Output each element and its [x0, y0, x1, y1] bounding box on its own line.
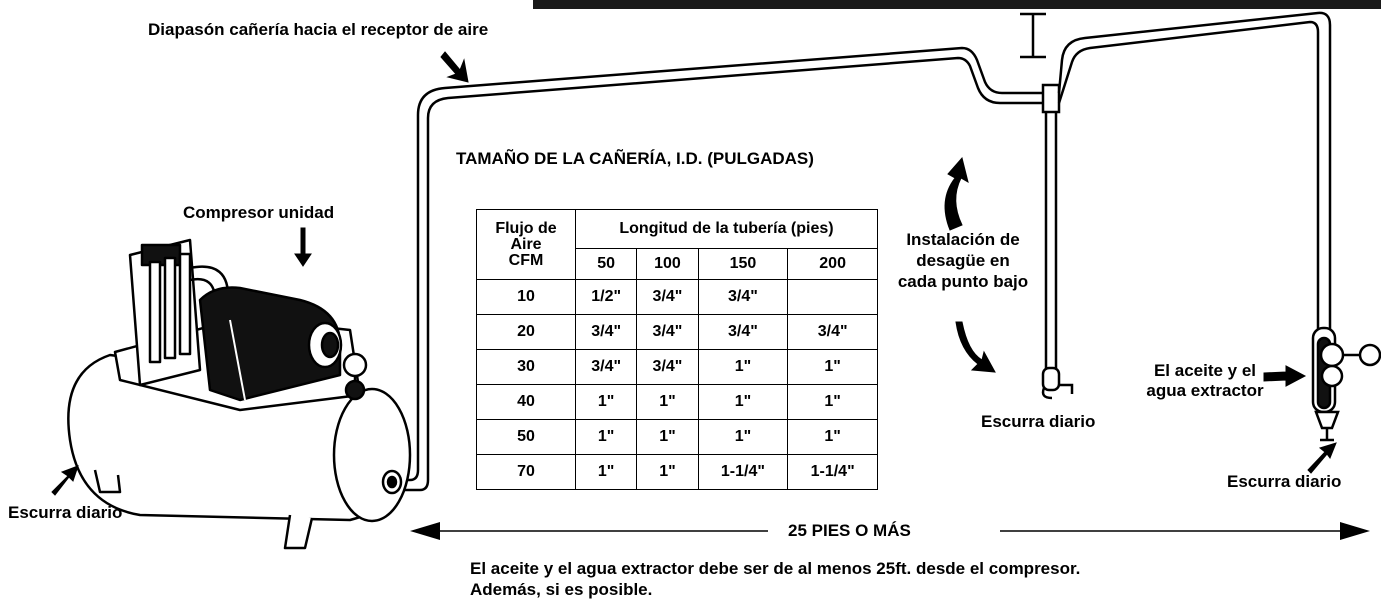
- pipe-size-cell: 3/4": [574, 314, 638, 350]
- drain-install-label: Instalación de desagüe en cada punto baj…: [883, 229, 1043, 292]
- pipe-size-cell: 1-1/4": [787, 454, 878, 490]
- pipe-size-cell: 1-1/4": [697, 454, 789, 490]
- pipe-size-cell: 1": [574, 419, 638, 455]
- pipe-size-cell: 3/4": [636, 279, 699, 315]
- extractor-line-2: agua extractor: [1146, 381, 1264, 400]
- pipe-size-cell: 1": [787, 349, 878, 385]
- cfm-cell: 40: [476, 384, 576, 420]
- pipe-size-cell: 1": [697, 419, 789, 455]
- pipe-size-cell: 1": [574, 454, 638, 490]
- pipe-size-cell: 1": [697, 384, 789, 420]
- pipe-size-cell: 3/4": [574, 349, 638, 385]
- pipe-size-cell: 3/4": [636, 314, 699, 350]
- length-header: Longitud de la tubería (pies): [575, 209, 878, 249]
- pipe-size-table: Flujo de Aire CFM Longitud de la tubería…: [476, 209, 878, 490]
- arrow-icon: [51, 51, 1337, 496]
- length-column-header: 200: [787, 248, 878, 280]
- pipe-size-cell: 3/4": [787, 314, 878, 350]
- cfm-cell: 70: [476, 454, 576, 490]
- length-column-header: 150: [697, 248, 789, 280]
- extractor-label: El aceite y el agua extractor: [1145, 361, 1265, 401]
- distance-dimension: [410, 522, 1370, 540]
- cfm-cell: 10: [476, 279, 576, 315]
- flow-header-line-3: CFM: [508, 251, 544, 269]
- pipe-tee: [1041, 83, 1061, 114]
- drain-left-label: Escurra diario: [8, 503, 123, 522]
- length-column-header: 50: [574, 248, 638, 280]
- pipe-size-cell: 1": [787, 384, 878, 420]
- pipe-hanger-icon: [1020, 12, 1046, 59]
- pipe-size-cell: 1": [787, 419, 878, 455]
- pipe-size-cell: 3/4": [697, 314, 789, 350]
- cfm-cell: 30: [476, 349, 576, 385]
- length-column-header: 100: [636, 248, 699, 280]
- pipe-size-cell: 3/4": [697, 279, 789, 315]
- branch-pipe: [1044, 11, 1332, 372]
- drain-middle-label: Escurra diario: [981, 412, 1096, 431]
- cfm-cell: 20: [476, 314, 576, 350]
- distance-label: 25 PIES O MÁS: [788, 521, 911, 540]
- note-line-2: Además, si es posible.: [470, 580, 653, 599]
- drain-install-line-1: Instalación de: [906, 230, 1020, 249]
- pipe-size-cell: 3/4": [636, 349, 699, 385]
- pipe-size-cell: 1": [636, 384, 699, 420]
- compressor-icon: [67, 238, 412, 550]
- pipe-size-cell: 1": [636, 419, 699, 455]
- drain-install-line-3: cada punto bajo: [897, 272, 1029, 291]
- pipe-to-receiver-label: Diapasón cañería hacia el receptor de ai…: [148, 20, 489, 39]
- pipe-size-cell: 1": [697, 349, 789, 385]
- ceiling-beam: [533, 0, 1381, 9]
- drain-valve-icon: [1041, 366, 1074, 400]
- cfm-cell: 50: [476, 419, 576, 455]
- flow-header-line-2: Aire: [510, 235, 542, 253]
- main-air-pipe: [398, 46, 1045, 492]
- pipe-size-cell: [787, 279, 878, 315]
- pipe-size-cell: 1": [636, 454, 699, 490]
- compressor-unit-label: Compresor unidad: [183, 203, 335, 222]
- flow-header: Flujo de Aire CFM: [476, 209, 576, 280]
- oil-water-extractor-icon: [1311, 326, 1381, 442]
- note-line-1: El aceite y el agua extractor debe ser d…: [470, 559, 1081, 578]
- flow-header-line-1: Flujo de: [495, 219, 557, 237]
- drain-right-label: Escurra diario: [1227, 472, 1342, 491]
- pipe-size-cell: 1/2": [574, 279, 638, 315]
- pipe-size-title: TAMAÑO DE LA CAÑERÍA, I.D. (PULGADAS): [456, 149, 814, 168]
- pipe-size-cell: 1": [574, 384, 638, 420]
- extractor-line-1: El aceite y el: [1153, 361, 1257, 380]
- drain-install-line-2: desagüe en: [916, 251, 1010, 270]
